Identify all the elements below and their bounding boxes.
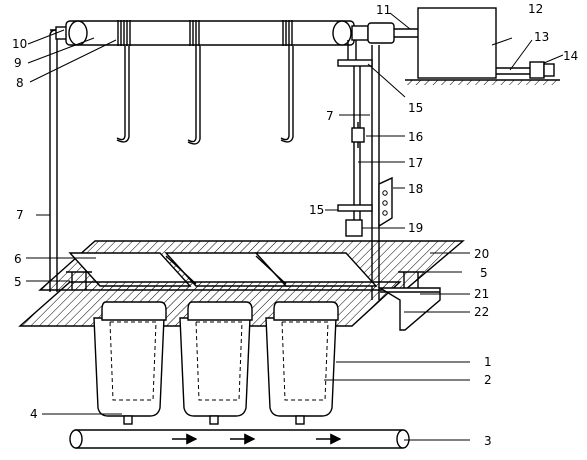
label-16: 16 xyxy=(408,130,423,144)
leader-lines xyxy=(26,12,564,441)
label-20: 20 xyxy=(474,247,489,261)
label-17: 17 xyxy=(408,156,423,170)
label-14: 14 xyxy=(563,49,578,63)
drain-pipe xyxy=(69,429,410,449)
container-2 xyxy=(179,301,253,425)
label-5-right: 5 xyxy=(480,266,488,280)
nozzle-bracket xyxy=(378,176,393,228)
valve xyxy=(345,219,363,237)
label-10: 10 xyxy=(12,37,27,51)
generator-box xyxy=(417,7,497,79)
label-9: 9 xyxy=(14,56,22,70)
label-21: 21 xyxy=(474,287,489,301)
right-elbow-connector xyxy=(347,22,418,60)
hanging-hooks xyxy=(116,46,294,145)
label-18: 18 xyxy=(408,182,423,196)
containers xyxy=(93,301,339,425)
label-19: 19 xyxy=(408,221,423,235)
left-vertical-pipe xyxy=(49,29,68,292)
label-6: 6 xyxy=(14,252,22,266)
label-8: 8 xyxy=(16,76,24,90)
label-2: 2 xyxy=(484,373,492,387)
pump-assembly xyxy=(405,61,560,85)
label-3: 3 xyxy=(484,434,492,448)
callout-labels: 10 9 8 11 12 13 14 15 7 16 17 18 15 19 7… xyxy=(12,2,578,448)
collector-chute xyxy=(377,287,441,331)
label-7-right: 7 xyxy=(326,109,334,123)
heating-coils xyxy=(117,20,293,46)
label-13: 13 xyxy=(534,30,549,44)
label-4: 4 xyxy=(30,407,38,421)
container-1 xyxy=(93,301,167,425)
label-5-left: 5 xyxy=(14,275,22,289)
label-11: 11 xyxy=(376,3,391,17)
label-7-left: 7 xyxy=(16,208,24,222)
sample-trays xyxy=(68,252,378,287)
container-3 xyxy=(265,301,339,425)
label-22: 22 xyxy=(474,305,489,319)
label-15-lower: 15 xyxy=(309,203,324,217)
label-12: 12 xyxy=(528,2,543,16)
top-main-pipe xyxy=(55,20,355,46)
flow-meter xyxy=(351,122,365,148)
label-1: 1 xyxy=(484,355,492,369)
label-15-upper: 15 xyxy=(408,101,423,115)
